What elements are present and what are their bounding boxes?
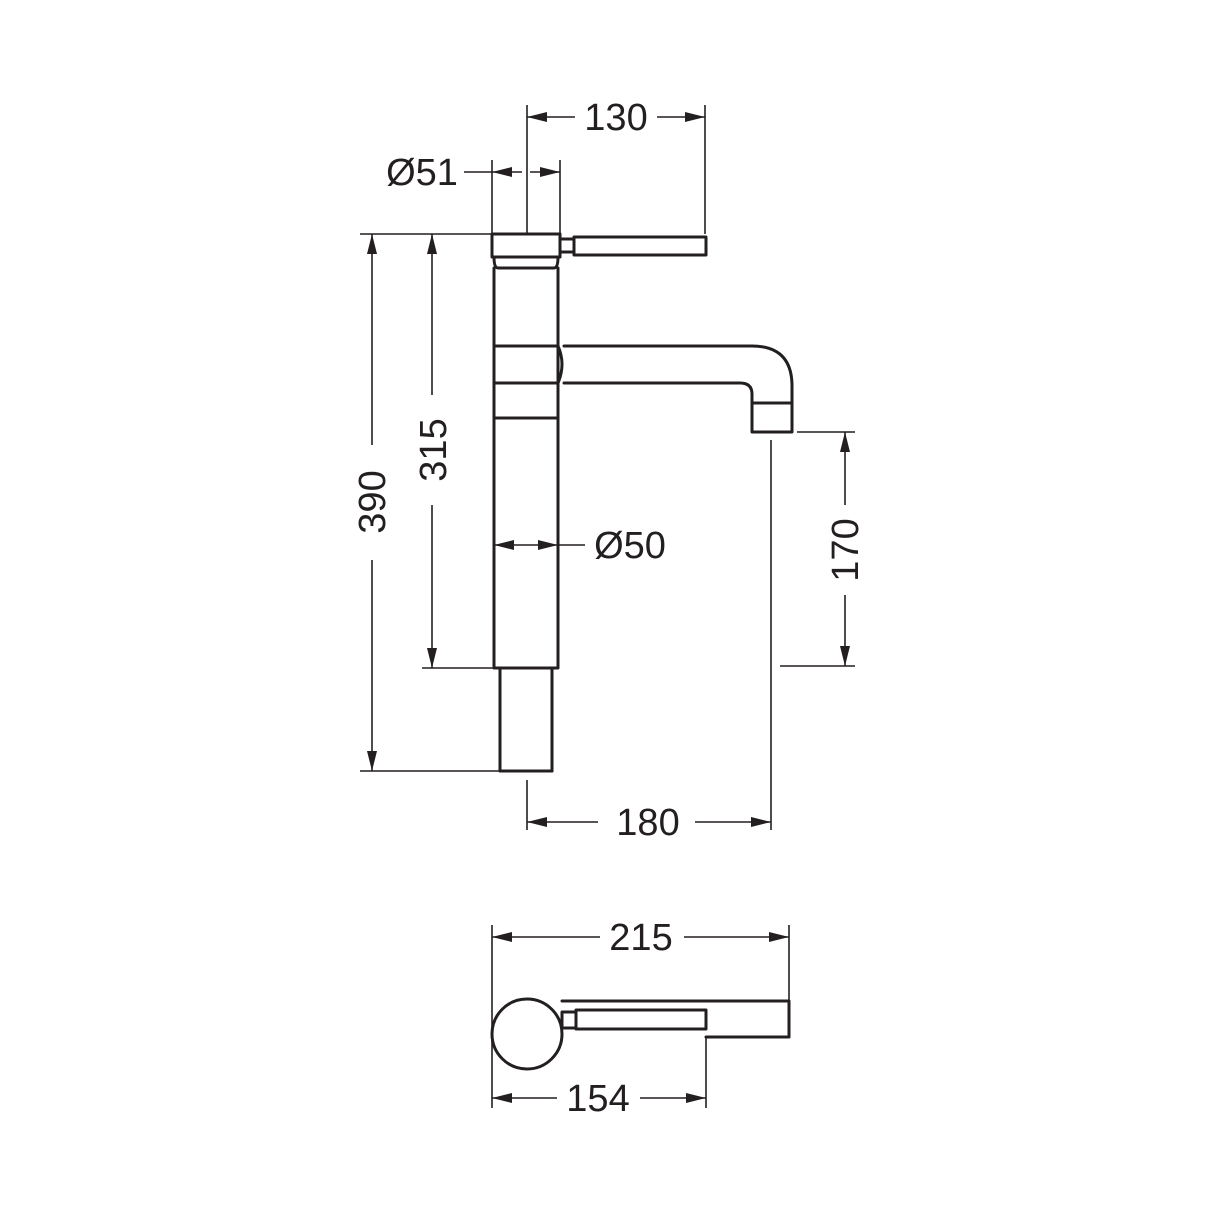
tap-body	[492, 266, 560, 670]
dimension-plan-overall-length: 215	[491, 917, 790, 1030]
plan-spout	[560, 999, 791, 1039]
spout	[562, 344, 794, 434]
plan-view	[490, 997, 791, 1071]
side-elevation	[490, 232, 794, 773]
shank	[498, 666, 554, 773]
dim-text-lever-reach: 130	[584, 97, 647, 139]
dim-text-top-diameter: Ø51	[386, 152, 458, 194]
dim-text-body-height: 315	[413, 418, 455, 481]
cap-taper	[492, 255, 560, 270]
plan-lever-connector	[560, 1010, 578, 1030]
dim-text-overall-height: 390	[352, 470, 394, 533]
dimension-spout-clearance: 170	[780, 431, 867, 667]
lever-connector	[558, 237, 576, 254]
plan-lever-handle	[574, 1008, 708, 1031]
collar-bulge	[556, 344, 564, 385]
plan-body-circle	[490, 997, 564, 1071]
dim-text-body-diameter: Ø50	[594, 525, 666, 567]
dimension-lever-reach: 130	[526, 97, 706, 234]
dim-text-plan-overall-length: 215	[609, 917, 672, 959]
dimension-top-diameter: Ø51	[386, 152, 561, 234]
dim-text-spout-reach: 180	[616, 802, 679, 844]
top-cap	[490, 232, 562, 259]
lever-handle	[572, 235, 708, 257]
dimension-body-diameter: Ø50	[494, 525, 666, 567]
dimension-body-height: 315	[413, 234, 494, 669]
dim-text-spout-clearance: 170	[825, 518, 867, 581]
dimension-overall-height: 390	[352, 233, 500, 772]
dim-text-plan-lever-length: 154	[566, 1078, 629, 1120]
dimension-spout-reach: 180	[526, 440, 772, 844]
dimension-plan-lever-length: 154	[491, 1037, 707, 1120]
